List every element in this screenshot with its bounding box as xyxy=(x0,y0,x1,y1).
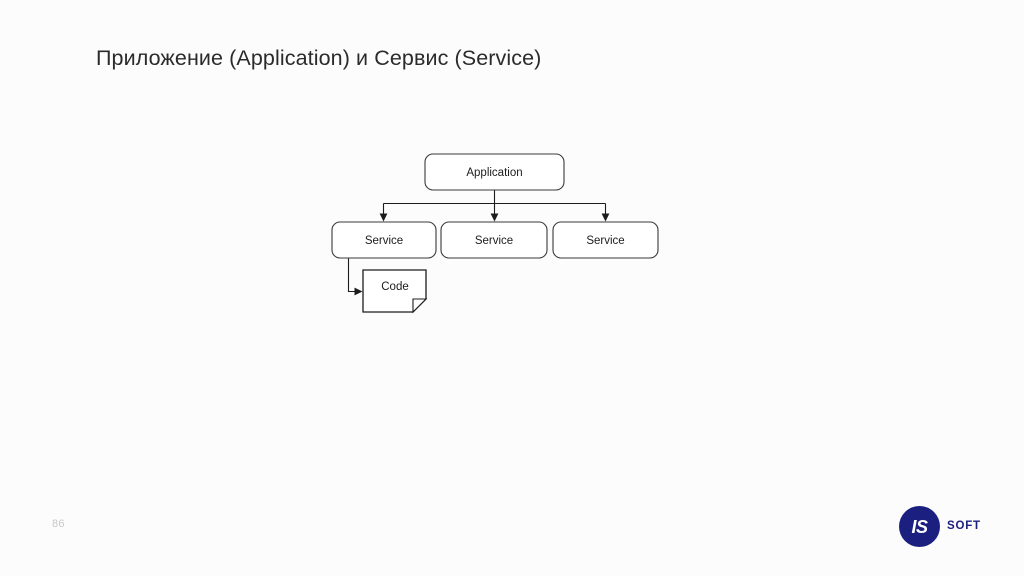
node-service-2-label: Service xyxy=(475,235,513,247)
node-service-1-label: Service xyxy=(365,235,403,247)
node-service-3-shape xyxy=(552,221,659,259)
logo-wordmark: SOFT xyxy=(947,520,981,532)
edge-service1-to-code xyxy=(347,258,356,293)
node-service-3[interactable]: Service xyxy=(552,221,659,259)
node-application-label: Application xyxy=(466,167,522,179)
arrowhead-service-3 xyxy=(601,213,610,222)
node-service-1[interactable]: Service xyxy=(331,221,437,259)
node-service-3-label: Service xyxy=(586,235,624,247)
page-number: 86 xyxy=(52,518,65,530)
node-code[interactable]: Code xyxy=(362,269,428,314)
node-service-2[interactable]: Service xyxy=(440,221,548,259)
node-code-fold-icon xyxy=(412,298,428,314)
logo-circle-icon: IS xyxy=(899,506,940,547)
node-code-label: Code xyxy=(381,281,409,293)
logo-mark-text: IS xyxy=(911,516,928,537)
arrowhead-code xyxy=(354,287,363,296)
node-service-1-shape xyxy=(331,221,437,259)
brand-logo: IS SOFT xyxy=(899,506,999,548)
node-application-shape xyxy=(424,153,565,191)
node-service-2-shape xyxy=(440,221,548,259)
page-title: Приложение (Application) и Сервис (Servi… xyxy=(96,46,542,70)
node-application[interactable]: Application xyxy=(424,153,565,191)
arrowhead-service-2 xyxy=(490,213,499,222)
arrowhead-service-1 xyxy=(379,213,388,222)
